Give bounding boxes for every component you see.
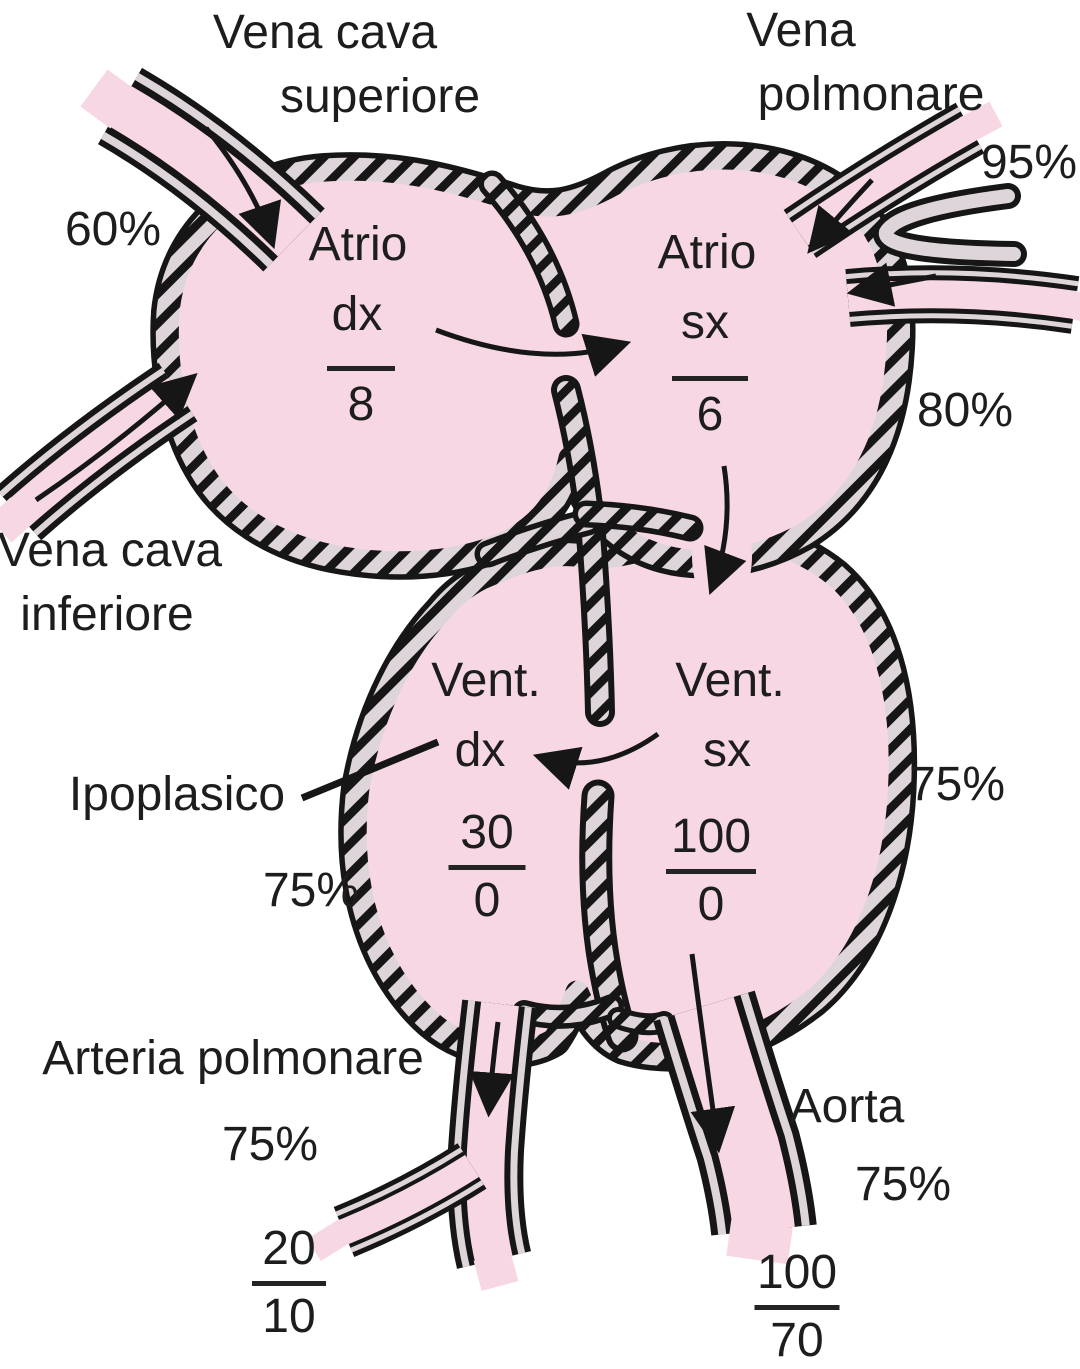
- saturation-vent-dx: 75%: [262, 864, 360, 917]
- saturation-vent-sx: 75%: [908, 758, 1006, 811]
- ipoplasico-leader-line: [300, 738, 440, 802]
- label-arteria-polmonare: Arteria polmonare: [42, 1032, 424, 1085]
- saturation-atrio-sx: 80%: [916, 384, 1014, 437]
- aorta-shape: [653, 990, 817, 1265]
- label-vena-cava-superiore-line1: Vena cava: [212, 6, 438, 59]
- pressure-arteria-polmonare-systolic: 20: [262, 1222, 316, 1275]
- fraction-bar: [252, 1281, 326, 1287]
- label-aorta: Aorta: [789, 1080, 905, 1133]
- saturation-vena-polmonare: 95%: [980, 136, 1078, 189]
- fraction-bar: [448, 865, 526, 871]
- mean-pressure-bar: [327, 366, 395, 371]
- label-atrio-sx-line1: Atrio: [657, 226, 757, 279]
- label-vena-cava-inferiore-line1: Vena cava: [0, 524, 223, 577]
- flow-arrow-ventricular-septal-icon: [532, 731, 660, 790]
- label-vent-sx-line1: Vent.: [675, 654, 785, 707]
- annotation-ipoplasico: Ipoplasico: [68, 768, 286, 821]
- pressure-aorta: 100 70: [754, 1246, 840, 1368]
- pressure-aorta-systolic: 100: [756, 1246, 838, 1299]
- ventricles-shape: [338, 519, 918, 1072]
- label-vena-polmonare-line1: Vena: [746, 4, 856, 57]
- pressure-aorta-diastolic: 70: [770, 1314, 824, 1368]
- flow-arrow-aorta-icon: [689, 953, 736, 1154]
- pressure-atrio-sx: 6: [672, 376, 748, 440]
- label-vena-polmonare-line2: polmonare: [757, 68, 985, 121]
- fraction-bar: [754, 1305, 840, 1311]
- label-vent-dx-line1: Vent.: [431, 654, 541, 707]
- pressure-vent-dx-diastolic: 0: [473, 874, 501, 928]
- flow-arrow-mitral-icon: [704, 465, 747, 596]
- label-vent-dx-line2: dx: [454, 724, 506, 777]
- fraction-bar: [666, 869, 756, 875]
- pressure-arteria-polmonare-diastolic: 10: [262, 1290, 316, 1344]
- flow-arrow-pulmonary-vein-lower-icon: [846, 262, 937, 307]
- flow-arrow-svc-icon: [204, 126, 282, 250]
- flow-arrow-atrial-septal-icon: [435, 327, 632, 377]
- pressure-atrio-dx-value: 8: [347, 378, 375, 431]
- pressure-vent-dx-systolic: 30: [460, 806, 514, 859]
- pressure-atrio-dx: 8: [327, 366, 395, 430]
- pressure-vent-sx-diastolic: 0: [697, 878, 725, 932]
- flow-arrow-ivc-icon: [34, 373, 198, 503]
- pressure-vent-dx: 30 0: [448, 806, 526, 928]
- saturation-arteria-polmonare: 75%: [221, 1118, 319, 1171]
- flow-arrow-pulmonary-artery-icon: [469, 1021, 515, 1118]
- label-vena-cava-superiore-line2: superiore: [279, 70, 481, 123]
- label-vent-sx-line2: sx: [703, 724, 751, 777]
- pressure-atrio-sx-value: 6: [696, 388, 724, 441]
- pressure-arteria-polmonare: 20 10: [252, 1222, 326, 1344]
- label-atrio-dx-line2: dx: [331, 288, 383, 341]
- flow-arrows: [34, 126, 937, 1154]
- label-atrio-dx-line1: Atrio: [308, 218, 408, 271]
- saturation-aorta: 75%: [854, 1158, 952, 1211]
- saturation-vena-cava-superiore: 60%: [64, 203, 162, 256]
- label-atrio-sx-line2: sx: [681, 296, 729, 349]
- flow-arrow-pulmonary-vein-upper-icon: [807, 178, 874, 254]
- pressure-vent-sx: 100 0: [666, 810, 756, 932]
- pressure-vent-sx-systolic: 100: [670, 810, 752, 863]
- mean-pressure-bar: [672, 376, 748, 381]
- label-vena-cava-inferiore-line2: inferiore: [20, 588, 194, 641]
